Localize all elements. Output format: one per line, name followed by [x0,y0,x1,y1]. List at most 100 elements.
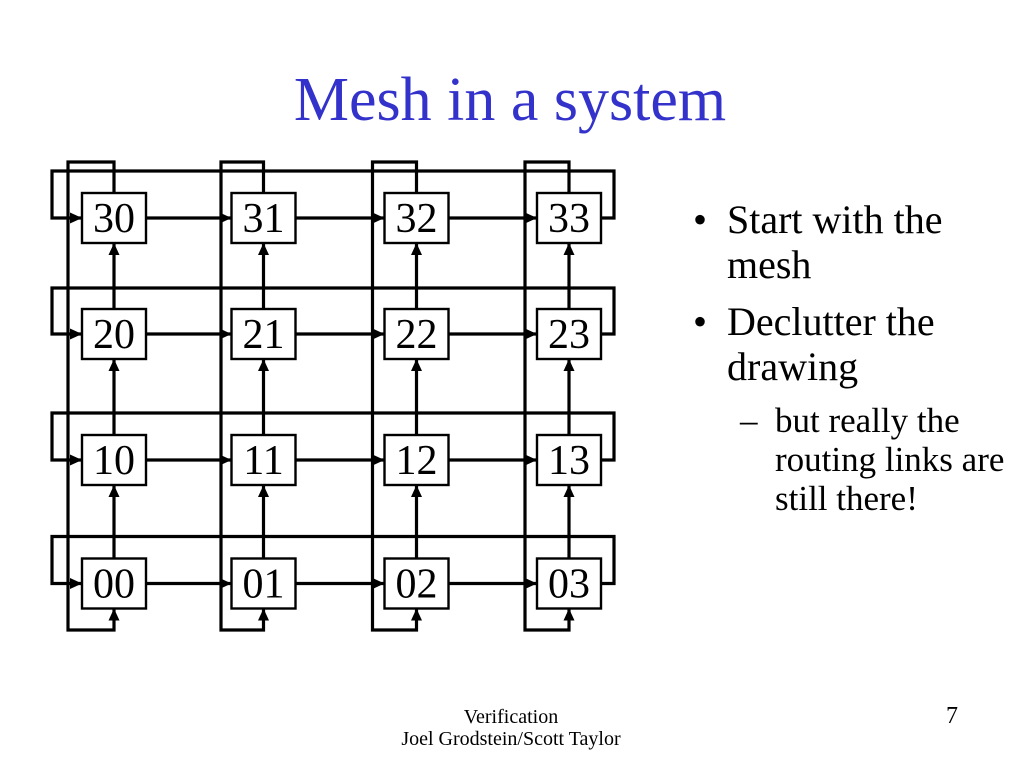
arrowhead-icon [70,212,82,224]
arrowhead-icon [219,578,232,589]
bullet-item: • Start with the mesh [686,197,1022,287]
mesh-node-box [535,307,603,361]
col-wrap-link [523,160,571,632]
arrowhead-icon [219,212,232,224]
arrowhead-icon [411,243,422,255]
mesh-node-label: 33 [548,196,590,242]
mesh-node-33: 33 [535,191,603,245]
arrowhead-icon [108,485,120,497]
mesh-node-box [80,557,148,610]
bullet-item: • Declutter the drawing [686,299,1022,389]
bullet-list: • Start with the mesh • Declutter the dr… [686,197,1022,518]
sub-bullet-marker: – [740,401,758,440]
arrowhead-icon [525,454,537,466]
mesh-node-13: 13 [535,433,603,487]
arrowhead-icon [70,454,82,466]
mesh-node-box [535,557,603,610]
arrowhead-icon [219,328,232,340]
bullet-marker: • [693,299,708,344]
arrowhead-icon [372,328,385,340]
arrowhead-icon [258,485,269,497]
mesh-node-box [383,433,450,487]
mesh-node-12: 12 [383,433,450,487]
mesh-node-box [80,433,148,487]
arrowhead-icon [411,608,422,621]
bullet-text: Start with the mesh [727,197,943,287]
row-wrap-link [50,169,616,220]
arrowhead-icon [372,578,385,589]
mesh-node-label: 03 [548,562,590,608]
arrowhead-icon [372,454,385,466]
mesh-node-31: 31 [230,191,297,245]
footer-line2: Joel Grodstein/Scott Taylor [401,728,621,750]
arrowhead-icon [525,212,537,224]
page-title: Mesh in a system [293,66,727,134]
mesh-node-21: 21 [230,307,297,361]
arrowhead-icon [108,608,120,621]
arrowhead-icon [563,485,575,497]
arrowhead-icon [525,578,537,589]
mesh-node-22: 22 [383,307,450,361]
mesh-node-box [230,557,297,610]
mesh-node-label: 31 [243,196,285,242]
mesh-node-box [535,433,603,487]
mesh-node-label: 23 [548,312,590,358]
mesh-node-label: 00 [93,562,135,608]
mesh-node-label: 01 [243,562,285,608]
mesh-node-box [383,191,450,245]
arrowhead-icon [563,359,575,371]
sub-bullet-text: but really the routing links are still t… [775,401,1005,518]
row-wrap-link [50,411,616,462]
mesh-node-label: 02 [396,562,438,608]
mesh-node-box [230,191,297,245]
mesh-node-00: 00 [80,557,148,610]
arrowhead-icon [108,243,120,255]
arrowhead-icon [258,243,269,255]
mesh-node-11: 11 [230,433,297,487]
mesh-node-23: 23 [535,307,603,361]
arrowhead-icon [563,608,575,621]
page-number: 7 [946,703,958,729]
arrowhead-icon [219,454,232,466]
mesh-node-label: 12 [396,438,438,484]
mesh-node-label: 11 [243,438,283,484]
arrowhead-icon [258,608,269,621]
mesh-node-label: 22 [396,312,438,358]
mesh-node-box [230,433,297,487]
mesh-node-label: 20 [93,312,135,358]
arrowhead-icon [70,328,82,340]
row-wrap-link [50,534,616,586]
mesh-node-label: 21 [243,312,285,358]
col-wrap-link [66,160,116,632]
mesh-node-02: 02 [383,557,450,610]
arrowhead-icon [525,328,537,340]
mesh-node-01: 01 [230,557,297,610]
col-wrap-link [370,160,419,632]
bullet-marker: • [693,197,708,242]
row-wrap-link [50,286,616,336]
arrowhead-icon [108,359,120,371]
mesh-node-32: 32 [383,191,450,245]
mesh-node-label: 10 [93,438,135,484]
mesh-node-box [383,557,450,610]
mesh-node-label: 32 [396,196,438,242]
sub-bullet-item: – but really the routing links are still… [740,401,1022,518]
mesh-node-label: 13 [548,438,590,484]
bullet-text: Declutter the drawing [727,299,935,389]
col-wrap-link [219,160,266,632]
arrowhead-icon [258,359,269,371]
mesh-node-box [383,307,450,361]
arrowhead-icon [372,212,385,224]
mesh-node-box [80,307,148,361]
arrowhead-icon [70,578,82,589]
mesh-node-box [535,191,603,245]
arrowhead-icon [411,359,422,371]
mesh-node-20: 20 [80,307,148,361]
mesh-node-box [80,191,148,245]
mesh-node-30: 30 [80,191,148,245]
mesh-node-box [230,307,297,361]
arrowhead-icon [411,485,422,497]
footer-line1: Verification [463,706,559,728]
